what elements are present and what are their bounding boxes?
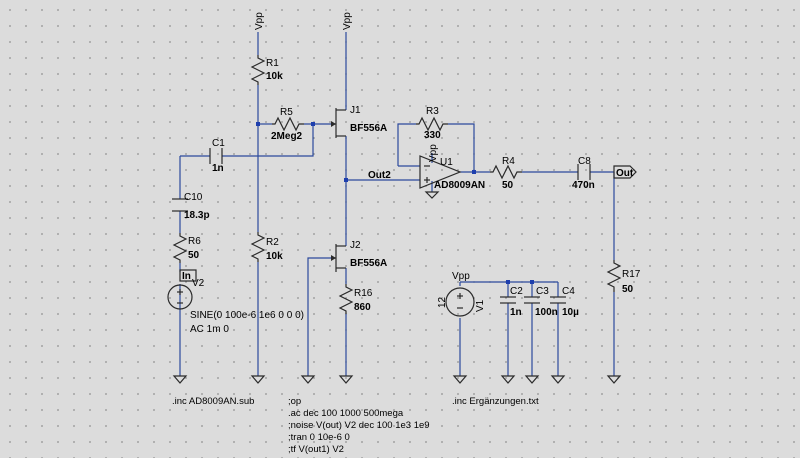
directive-line[interactable]: ;tran 0 10e-6 0	[288, 432, 350, 443]
c8-name: C8	[578, 156, 591, 167]
r3-name: R3	[426, 106, 439, 117]
vpp-label-j1: Vpp	[342, 12, 353, 30]
j1-name: J1	[350, 105, 361, 116]
vpp-label-supply: Vpp	[452, 271, 470, 282]
out-port-flag[interactable]	[613, 165, 637, 179]
junctions	[256, 122, 534, 284]
out2-label: Out2	[368, 170, 391, 181]
c1-value: 1n	[212, 163, 224, 174]
r17-value: 50	[622, 284, 634, 295]
r4-name: R4	[502, 156, 515, 167]
directive-inc-ad8009[interactable]: .inc AD8009AN.sub	[172, 396, 254, 407]
resistor-r16[interactable]	[338, 284, 354, 314]
c4-name: C4	[562, 286, 575, 297]
r16-value: 860	[354, 302, 371, 313]
jfet-j1[interactable]	[331, 108, 346, 138]
resistor-r1[interactable]	[250, 55, 266, 85]
opamp-u1[interactable]	[419, 155, 462, 189]
r6-value: 50	[188, 250, 200, 261]
resistor-r6[interactable]	[172, 233, 188, 263]
vpp-label-u1: Vpp	[428, 144, 439, 162]
r17-name: R17	[622, 269, 641, 280]
jfet-j2[interactable]	[331, 244, 346, 272]
directive-line[interactable]: .ac dec 100 1000 500mega	[288, 408, 404, 419]
c10-name: C10	[184, 192, 203, 203]
resistor-r17[interactable]	[606, 260, 622, 292]
c8-value: 470n	[572, 180, 595, 191]
c3-name: C3	[536, 286, 549, 297]
r1-name: R1	[266, 58, 279, 69]
r5-value: 2Meg2	[271, 131, 303, 142]
directive-line[interactable]: ;noise V(out) V2 dec 100 1e3 1e9	[288, 420, 430, 431]
c3-value: 100n	[535, 307, 558, 318]
j2-value: BF556A	[350, 258, 387, 269]
voltage-source-v2[interactable]	[167, 284, 193, 310]
v1-value: 12	[437, 296, 448, 308]
v2-value-line2: AC 1m 0	[190, 324, 229, 335]
directive-inc-erg[interactable]: .inc Ergänzungen.txt	[452, 396, 539, 407]
j1-value: BF556A	[350, 123, 387, 134]
capacitor-c3[interactable]	[524, 296, 540, 304]
r3-value: 330	[424, 130, 441, 141]
r2-value: 10k	[266, 251, 283, 262]
u1-value: AD8009AN	[434, 180, 485, 191]
v1-name: V1	[475, 299, 486, 312]
voltage-source-v1[interactable]	[445, 287, 475, 317]
resistor-r3[interactable]	[416, 116, 448, 132]
vpp-label-r1: Vpp	[254, 12, 265, 30]
c2-name: C2	[510, 286, 523, 297]
r16-name: R16	[354, 288, 373, 299]
v2-name: V2	[192, 278, 205, 289]
resistor-r4[interactable]	[490, 164, 522, 180]
j2-name: J2	[350, 240, 361, 251]
capacitor-c1[interactable]	[209, 148, 223, 164]
ground-symbols	[172, 191, 622, 384]
r6-name: R6	[188, 236, 201, 247]
capacitor-c4[interactable]	[550, 296, 566, 304]
resistor-r2[interactable]	[250, 232, 266, 262]
r2-name: R2	[266, 237, 279, 248]
wires	[179, 32, 615, 376]
r5-name: R5	[280, 107, 293, 118]
v2-value-line1: SINE(0 100e-6 1e6 0 0 0)	[190, 310, 304, 321]
r4-value: 50	[502, 180, 514, 191]
out-label: Out	[616, 168, 634, 179]
u1-name: U1	[440, 157, 453, 168]
capacitor-c2[interactable]	[500, 296, 516, 304]
c10-value: 18.3p	[184, 210, 210, 221]
in-port-flag[interactable]	[179, 269, 197, 282]
c2-value: 1n	[510, 307, 522, 318]
capacitor-c8[interactable]	[577, 164, 591, 180]
c4-value: 10µ	[562, 307, 579, 318]
c1-name: C1	[212, 138, 225, 149]
directive-line[interactable]: ;op	[288, 396, 301, 407]
capacitor-c10[interactable]	[172, 198, 188, 212]
resistor-r5[interactable]	[272, 116, 304, 132]
directive-line[interactable]: ;tf V(out1) V2	[288, 444, 344, 455]
in-label: In	[182, 271, 191, 282]
r1-value: 10k	[266, 71, 283, 82]
